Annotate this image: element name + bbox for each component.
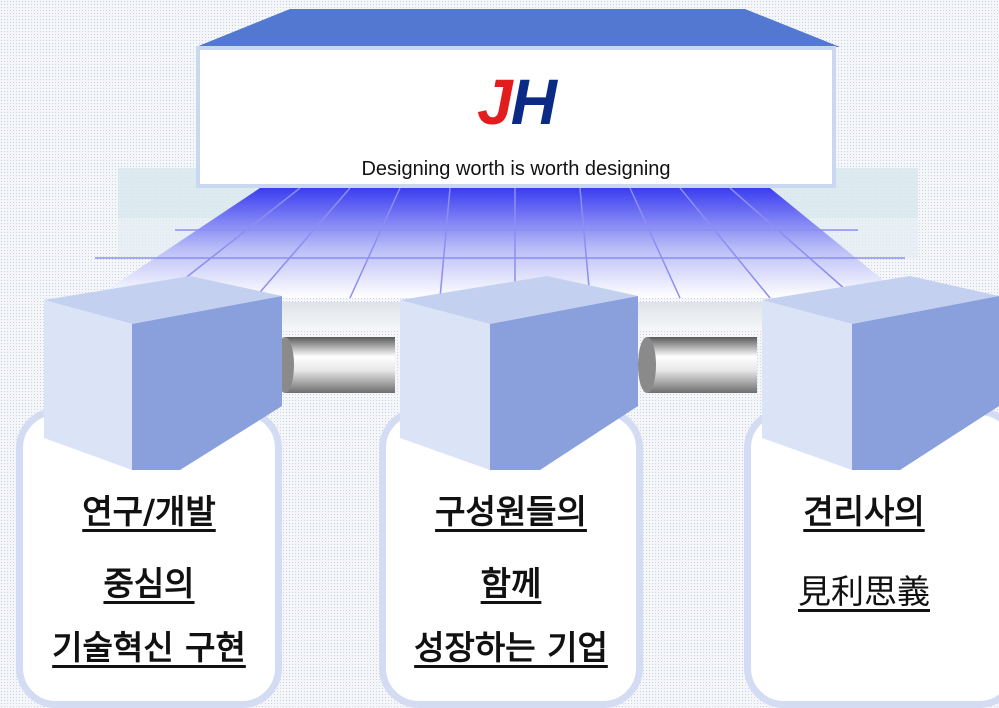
jh-logo: JH [200,70,832,134]
cube-layer [44,276,999,470]
pillar-2-line-1: 구성원들의 [435,492,587,531]
pillar-3-line-1: 견리사의 [803,492,925,531]
logo-letter-j: J [477,66,513,138]
scene-backdrop [95,9,918,393]
pillar-1-line-2: 중심의 [103,564,195,603]
logo-roof [196,9,840,47]
pillar-1-line-1: 연구/개발 [82,492,216,531]
pillar-cube-3 [762,276,999,470]
pillar-2-line-3: 성장하는 기업 [414,628,608,667]
logo-panel: JH Designing worth is worth designing [196,46,836,188]
logo-tagline: Designing worth is worth designing [361,158,671,180]
connector-pipe-1 [276,337,395,393]
logo-letter-h: H [510,66,557,138]
connector-pipe-2 [638,337,757,393]
pillar-cube-2 [400,276,638,470]
pillar-2-line-2: 함께 [480,564,542,603]
pillar-1-line-3: 기술혁신 구현 [52,628,246,667]
pillar-3-line-2: 見利思義 [798,572,930,611]
perspective-floor [95,187,905,299]
pillar-cube-1 [44,276,282,470]
